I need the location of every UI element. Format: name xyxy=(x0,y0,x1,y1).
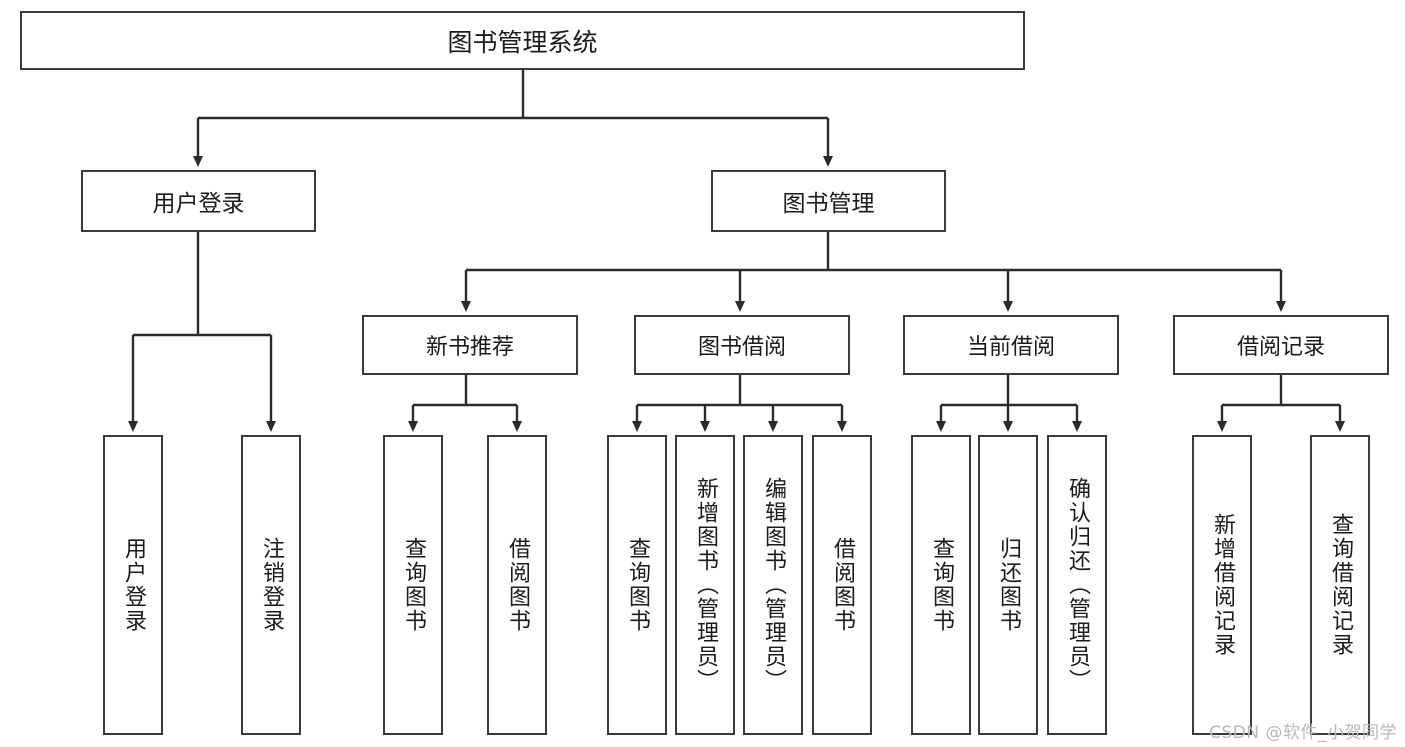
node-new-book-recommend[interactable]: 新书推荐 xyxy=(362,315,578,375)
leaf-borrow-book-2-label: 借阅图书 xyxy=(830,537,855,633)
leaf-add-record[interactable]: 新增借阅记录 xyxy=(1192,435,1252,735)
node-borrow-record[interactable]: 借阅记录 xyxy=(1173,315,1389,375)
leaf-return-book-label: 归还图书 xyxy=(996,537,1021,633)
leaf-add-book[interactable]: 新增图书（管理员） xyxy=(675,435,735,735)
node-book-borrow[interactable]: 图书借阅 xyxy=(634,315,850,375)
leaf-query-book-2[interactable]: 查询图书 xyxy=(607,435,667,735)
leaf-query-book-3-label: 查询图书 xyxy=(929,537,954,633)
leaf-logout-login[interactable]: 注销登录 xyxy=(241,435,301,735)
node-book-borrow-label: 图书借阅 xyxy=(697,335,786,360)
leaf-return-book[interactable]: 归还图书 xyxy=(978,435,1038,735)
node-book-management[interactable]: 图书管理 xyxy=(711,170,946,232)
node-new-book-recommend-label: 新书推荐 xyxy=(425,335,514,360)
leaf-query-book-1[interactable]: 查询图书 xyxy=(383,435,443,735)
leaf-query-book-3[interactable]: 查询图书 xyxy=(911,435,971,735)
node-book-management-label: 图书管理 xyxy=(782,191,875,217)
node-root[interactable]: 图书管理系统 xyxy=(20,11,1025,70)
leaf-confirm-return[interactable]: 确认归还（管理员） xyxy=(1047,435,1107,735)
node-current-borrow-label: 当前借阅 xyxy=(966,335,1055,360)
watermark-text: CSDN @软件_小贺同学 xyxy=(1209,723,1397,743)
leaf-user-login[interactable]: 用户登录 xyxy=(103,435,163,735)
leaf-edit-book[interactable]: 编辑图书（管理员） xyxy=(743,435,803,735)
leaf-logout-login-label: 注销登录 xyxy=(259,537,284,633)
leaf-add-record-label: 新增借阅记录 xyxy=(1210,513,1235,657)
leaf-edit-book-label: 编辑图书（管理员） xyxy=(761,477,786,693)
leaf-user-login-label: 用户登录 xyxy=(121,537,146,633)
node-user-login[interactable]: 用户登录 xyxy=(81,170,316,232)
leaf-query-record-label: 查询借阅记录 xyxy=(1328,513,1353,657)
leaf-borrow-book-1-label: 借阅图书 xyxy=(505,537,530,633)
node-root-label: 图书管理系统 xyxy=(447,27,598,57)
leaf-borrow-book-2[interactable]: 借阅图书 xyxy=(812,435,872,735)
leaf-query-book-1-label: 查询图书 xyxy=(401,537,426,633)
leaf-confirm-return-label: 确认归还（管理员） xyxy=(1065,477,1090,693)
node-borrow-record-label: 借阅记录 xyxy=(1236,335,1325,360)
node-user-login-label: 用户登录 xyxy=(152,191,245,217)
leaf-add-book-label: 新增图书（管理员） xyxy=(693,477,718,693)
node-current-borrow[interactable]: 当前借阅 xyxy=(903,315,1119,375)
leaf-query-record[interactable]: 查询借阅记录 xyxy=(1310,435,1370,735)
leaf-query-book-2-label: 查询图书 xyxy=(625,537,650,633)
leaf-borrow-book-1[interactable]: 借阅图书 xyxy=(487,435,547,735)
